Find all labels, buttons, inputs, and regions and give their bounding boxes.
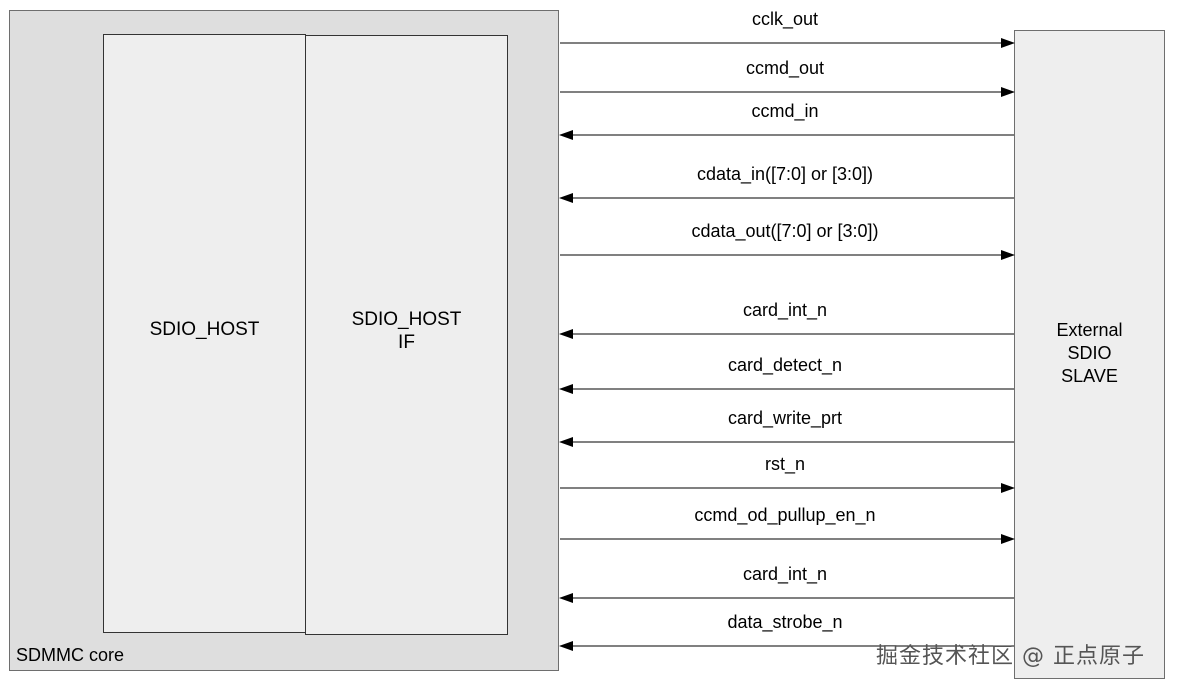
signal-label-8: rst_n bbox=[765, 454, 805, 475]
signal-label-5: card_int_n bbox=[743, 300, 827, 321]
signal-label-1: ccmd_out bbox=[746, 58, 824, 79]
external-sdio-slave-block: External SDIO SLAVE bbox=[1014, 30, 1165, 679]
sdio-host-if-label-line2: IF bbox=[398, 332, 415, 353]
external-sdio-slave-label: External SDIO SLAVE bbox=[1015, 319, 1164, 388]
sdio-host-if-label: SDIO_HOST IF bbox=[306, 308, 507, 354]
sdio-host-label-line1: SDIO_HOST bbox=[149, 319, 260, 340]
watermark-text: 掘金技术社区 @ 正点原子 bbox=[876, 644, 1145, 669]
sdio-host-if-label-line1: SDIO_HOST bbox=[351, 309, 462, 330]
sdmmc-core-label: SDMMC core bbox=[16, 645, 125, 665]
sdio-host-block: SDIO_HOST bbox=[103, 34, 306, 633]
sdio-host-if-block: SDIO_HOST IF bbox=[305, 35, 508, 635]
signal-label-10: card_int_n bbox=[743, 564, 827, 585]
signal-label-6: card_detect_n bbox=[728, 355, 842, 376]
signal-label-2: ccmd_in bbox=[751, 101, 818, 122]
signal-label-4: cdata_out([7:0] or [3:0]) bbox=[691, 221, 878, 242]
signal-label-9: ccmd_od_pullup_en_n bbox=[694, 505, 875, 526]
slave-label-line2: SDIO bbox=[1067, 343, 1112, 363]
signal-label-3: cdata_in([7:0] or [3:0]) bbox=[697, 164, 873, 185]
slave-label-line3: SLAVE bbox=[1061, 366, 1118, 386]
slave-label-line1: External bbox=[1056, 320, 1123, 340]
sdio-host-label: SDIO_HOST bbox=[104, 318, 305, 341]
signal-label-7: card_write_prt bbox=[728, 408, 842, 429]
signal-label-11: data_strobe_n bbox=[727, 612, 842, 633]
signal-label-0: cclk_out bbox=[752, 9, 818, 30]
